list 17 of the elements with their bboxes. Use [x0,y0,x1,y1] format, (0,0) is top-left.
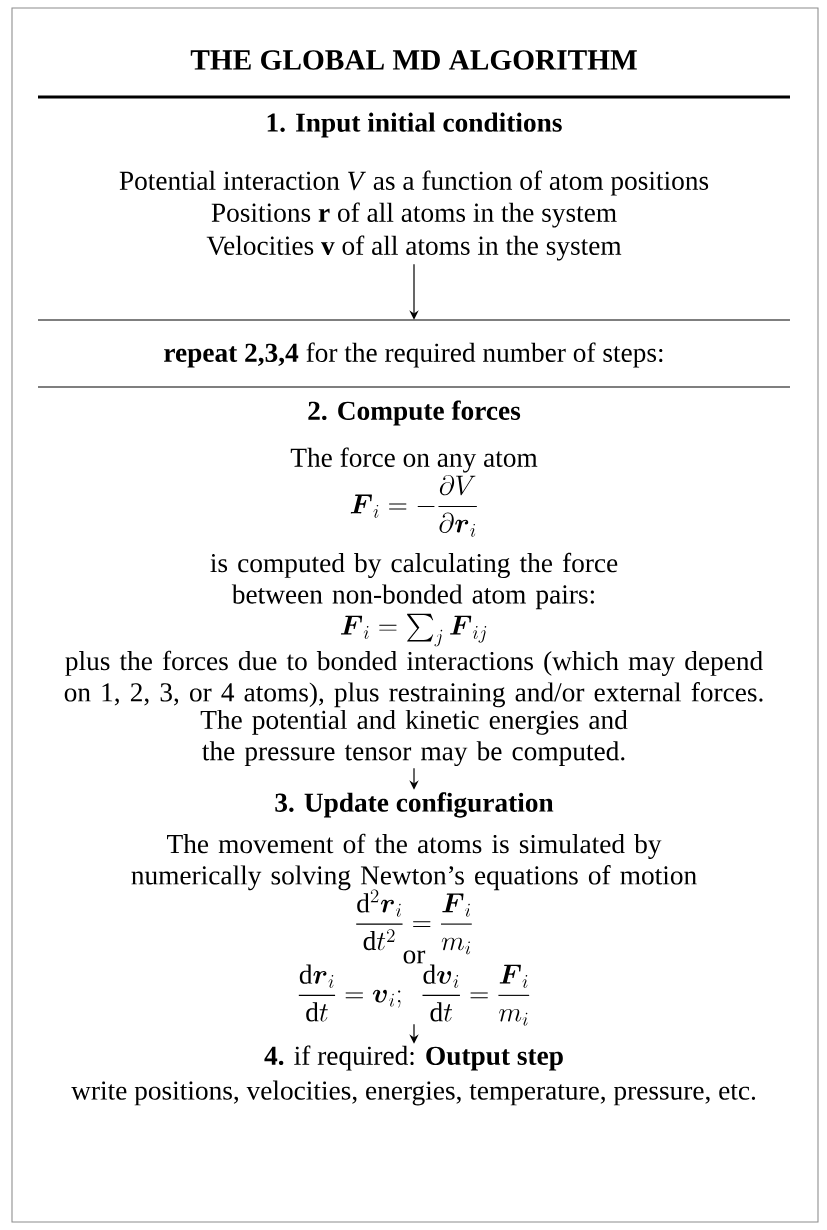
loop-band: repeat 2,3,4 for the required number of steps: [37,319,791,388]
section-heading: 4. if required: Output step [264,1045,563,1071]
title: THE GLOBAL MD ALGORITHM [190,50,637,70]
body-text: The force on any atom [290,447,538,473]
body-text: plus the forces due to bonded interactions (which may depend on 1, 2, 3, or 4 atoms), plus restraining and/or external forces. [64,650,763,708]
formula: $\frac{\mathrm{d}\boldsymbol{r}_i}{\mathrm{d}t} = \boldsymbol{v}_i;\ \ \frac{\mathrm{d}\boldsymbol{v}_i}{\mathrm{d}t} = \frac{\boldsymbol{F}_i}{m_i}$ [298,964,530,1026]
body-text: Positions r of all atoms in the system [211,202,617,228]
body-text: Potential interaction V as a function of atom positions [119,170,709,196]
formula: $\boldsymbol{F}_i = \sum_j \boldsymbol{F}_{ij}$ [340,613,487,647]
body-text: The potential and kinetic energies and the pressure tensor may be computed. [200,709,628,767]
section-heading: 3. Update configuration [275,792,554,818]
section-heading: 1. Input initial conditions [267,112,562,138]
section-heading: 2. Compute forces [308,400,521,426]
body-text: write positions, velocities, energies, temperature, pressure, etc. [71,1080,756,1106]
formula: $\boldsymbol{F}_i = -\frac{\partial V}{\partial \boldsymbol{r}_i}$ [350,474,477,537]
body-text: Velocities v of all atoms in the system [206,235,622,261]
body-text: is computed by calculating the force between non-bonded atom pairs: [210,552,618,610]
